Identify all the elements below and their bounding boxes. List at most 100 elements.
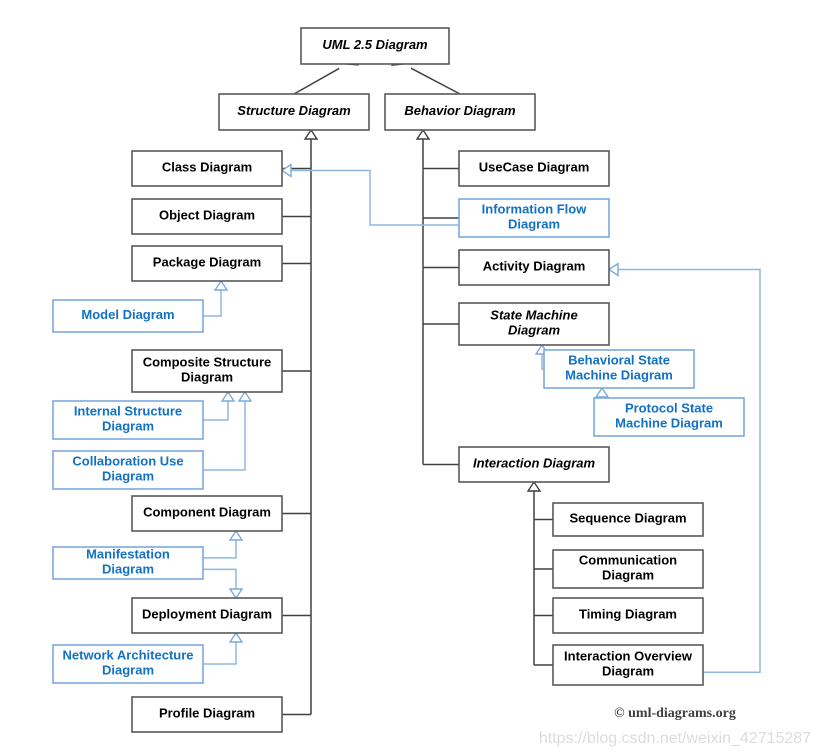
- node-box-communication: [552, 549, 704, 589]
- node-behavior[interactable]: Behavior Diagram: [384, 93, 536, 131]
- generalization-arrowhead: [228, 588, 244, 600]
- node-box-class: [131, 150, 283, 187]
- node-box-manifest: [52, 546, 204, 580]
- node-timing[interactable]: Timing Diagram: [552, 597, 704, 634]
- edge-model-to-package: [203, 290, 222, 317]
- generalization-arrowhead: [280, 163, 292, 178]
- copyright-label: © uml-diagrams.org: [614, 706, 736, 721]
- edge-collabuse-to-composite: [203, 401, 246, 471]
- edge-manifest-to-component: [203, 540, 237, 559]
- node-label-sequence: Sequence Diagram: [569, 511, 686, 526]
- generalization-arrowhead: [228, 529, 244, 541]
- node-sequence[interactable]: Sequence Diagram: [552, 502, 704, 537]
- node-box-behstate: [543, 349, 695, 389]
- node-class[interactable]: Class Diagram: [131, 150, 283, 187]
- node-box-interover: [552, 644, 704, 686]
- node-object[interactable]: Object Diagram: [131, 198, 283, 235]
- node-usecase[interactable]: UseCase Diagram: [458, 150, 610, 187]
- generalization-arrowhead: [607, 262, 619, 277]
- generalization-arrowhead: [237, 390, 253, 402]
- node-label-profile: Profile Diagram: [159, 706, 255, 721]
- node-label-package: Package Diagram: [153, 255, 261, 270]
- node-box-package: [131, 245, 283, 282]
- node-box-usecase: [458, 150, 610, 187]
- node-interaction[interactable]: Interaction Diagram: [458, 446, 610, 483]
- node-box-object: [131, 198, 283, 235]
- edge-network-to-deployment: [203, 642, 237, 665]
- node-component[interactable]: Component Diagram: [131, 495, 283, 532]
- node-box-internal: [52, 400, 204, 440]
- node-label-uml25: UML 2.5 Diagram: [322, 37, 428, 52]
- node-box-interaction: [458, 446, 610, 483]
- node-label-interaction: Interaction Diagram: [473, 456, 596, 471]
- node-box-behavior: [384, 93, 536, 131]
- generalization-arrowhead: [303, 128, 319, 140]
- node-label-model: Model Diagram: [81, 307, 174, 322]
- node-label-class: Class Diagram: [162, 160, 252, 175]
- generalization-arrowhead: [526, 480, 542, 492]
- node-label-structure: Structure Diagram: [237, 103, 351, 118]
- node-box-infoflow: [458, 198, 610, 238]
- edge-interover-to-activity: [618, 268, 761, 673]
- node-box-collabuse: [52, 450, 204, 490]
- node-profile[interactable]: Profile Diagram: [131, 696, 283, 733]
- node-label-usecase: UseCase Diagram: [479, 160, 590, 175]
- watermark-label: https://blog.csdn.net/weixin_42715287: [539, 730, 811, 747]
- node-box-deployment: [131, 597, 283, 634]
- node-box-composite: [131, 349, 283, 393]
- node-activity[interactable]: Activity Diagram: [458, 249, 610, 286]
- node-label-behavior: Behavior Diagram: [404, 103, 516, 118]
- generalization-arrowhead: [594, 386, 610, 398]
- node-package[interactable]: Package Diagram: [131, 245, 283, 282]
- node-box-profile: [131, 696, 283, 733]
- edge-manifest-to-deployment: [203, 568, 237, 589]
- edge-infoflow-to-class: [291, 169, 459, 226]
- node-box-statemachine: [458, 302, 610, 346]
- node-label-deployment: Deployment Diagram: [142, 607, 272, 622]
- node-structure[interactable]: Structure Diagram: [218, 93, 370, 131]
- generalization-arrowhead: [220, 390, 236, 402]
- generalization-arrowhead: [228, 631, 244, 643]
- generalization-arrowhead: [213, 279, 229, 291]
- generalization-arrowhead: [415, 128, 431, 140]
- node-box-protstate: [593, 397, 745, 437]
- node-box-activity: [458, 249, 610, 286]
- edge-layer: [203, 52, 761, 716]
- node-label-timing: Timing Diagram: [579, 607, 677, 622]
- node-label-activity: Activity Diagram: [483, 259, 586, 274]
- node-box-component: [131, 495, 283, 532]
- node-box-structure: [218, 93, 370, 131]
- node-box-uml25: [300, 27, 450, 65]
- edge-internal-to-composite: [203, 401, 229, 421]
- node-deployment[interactable]: Deployment Diagram: [131, 597, 283, 634]
- node-model[interactable]: Model Diagram: [52, 299, 204, 333]
- node-box-timing: [552, 597, 704, 634]
- edge-structure-to-uml25: [293, 67, 340, 95]
- node-uml25[interactable]: UML 2.5 Diagram: [300, 27, 450, 65]
